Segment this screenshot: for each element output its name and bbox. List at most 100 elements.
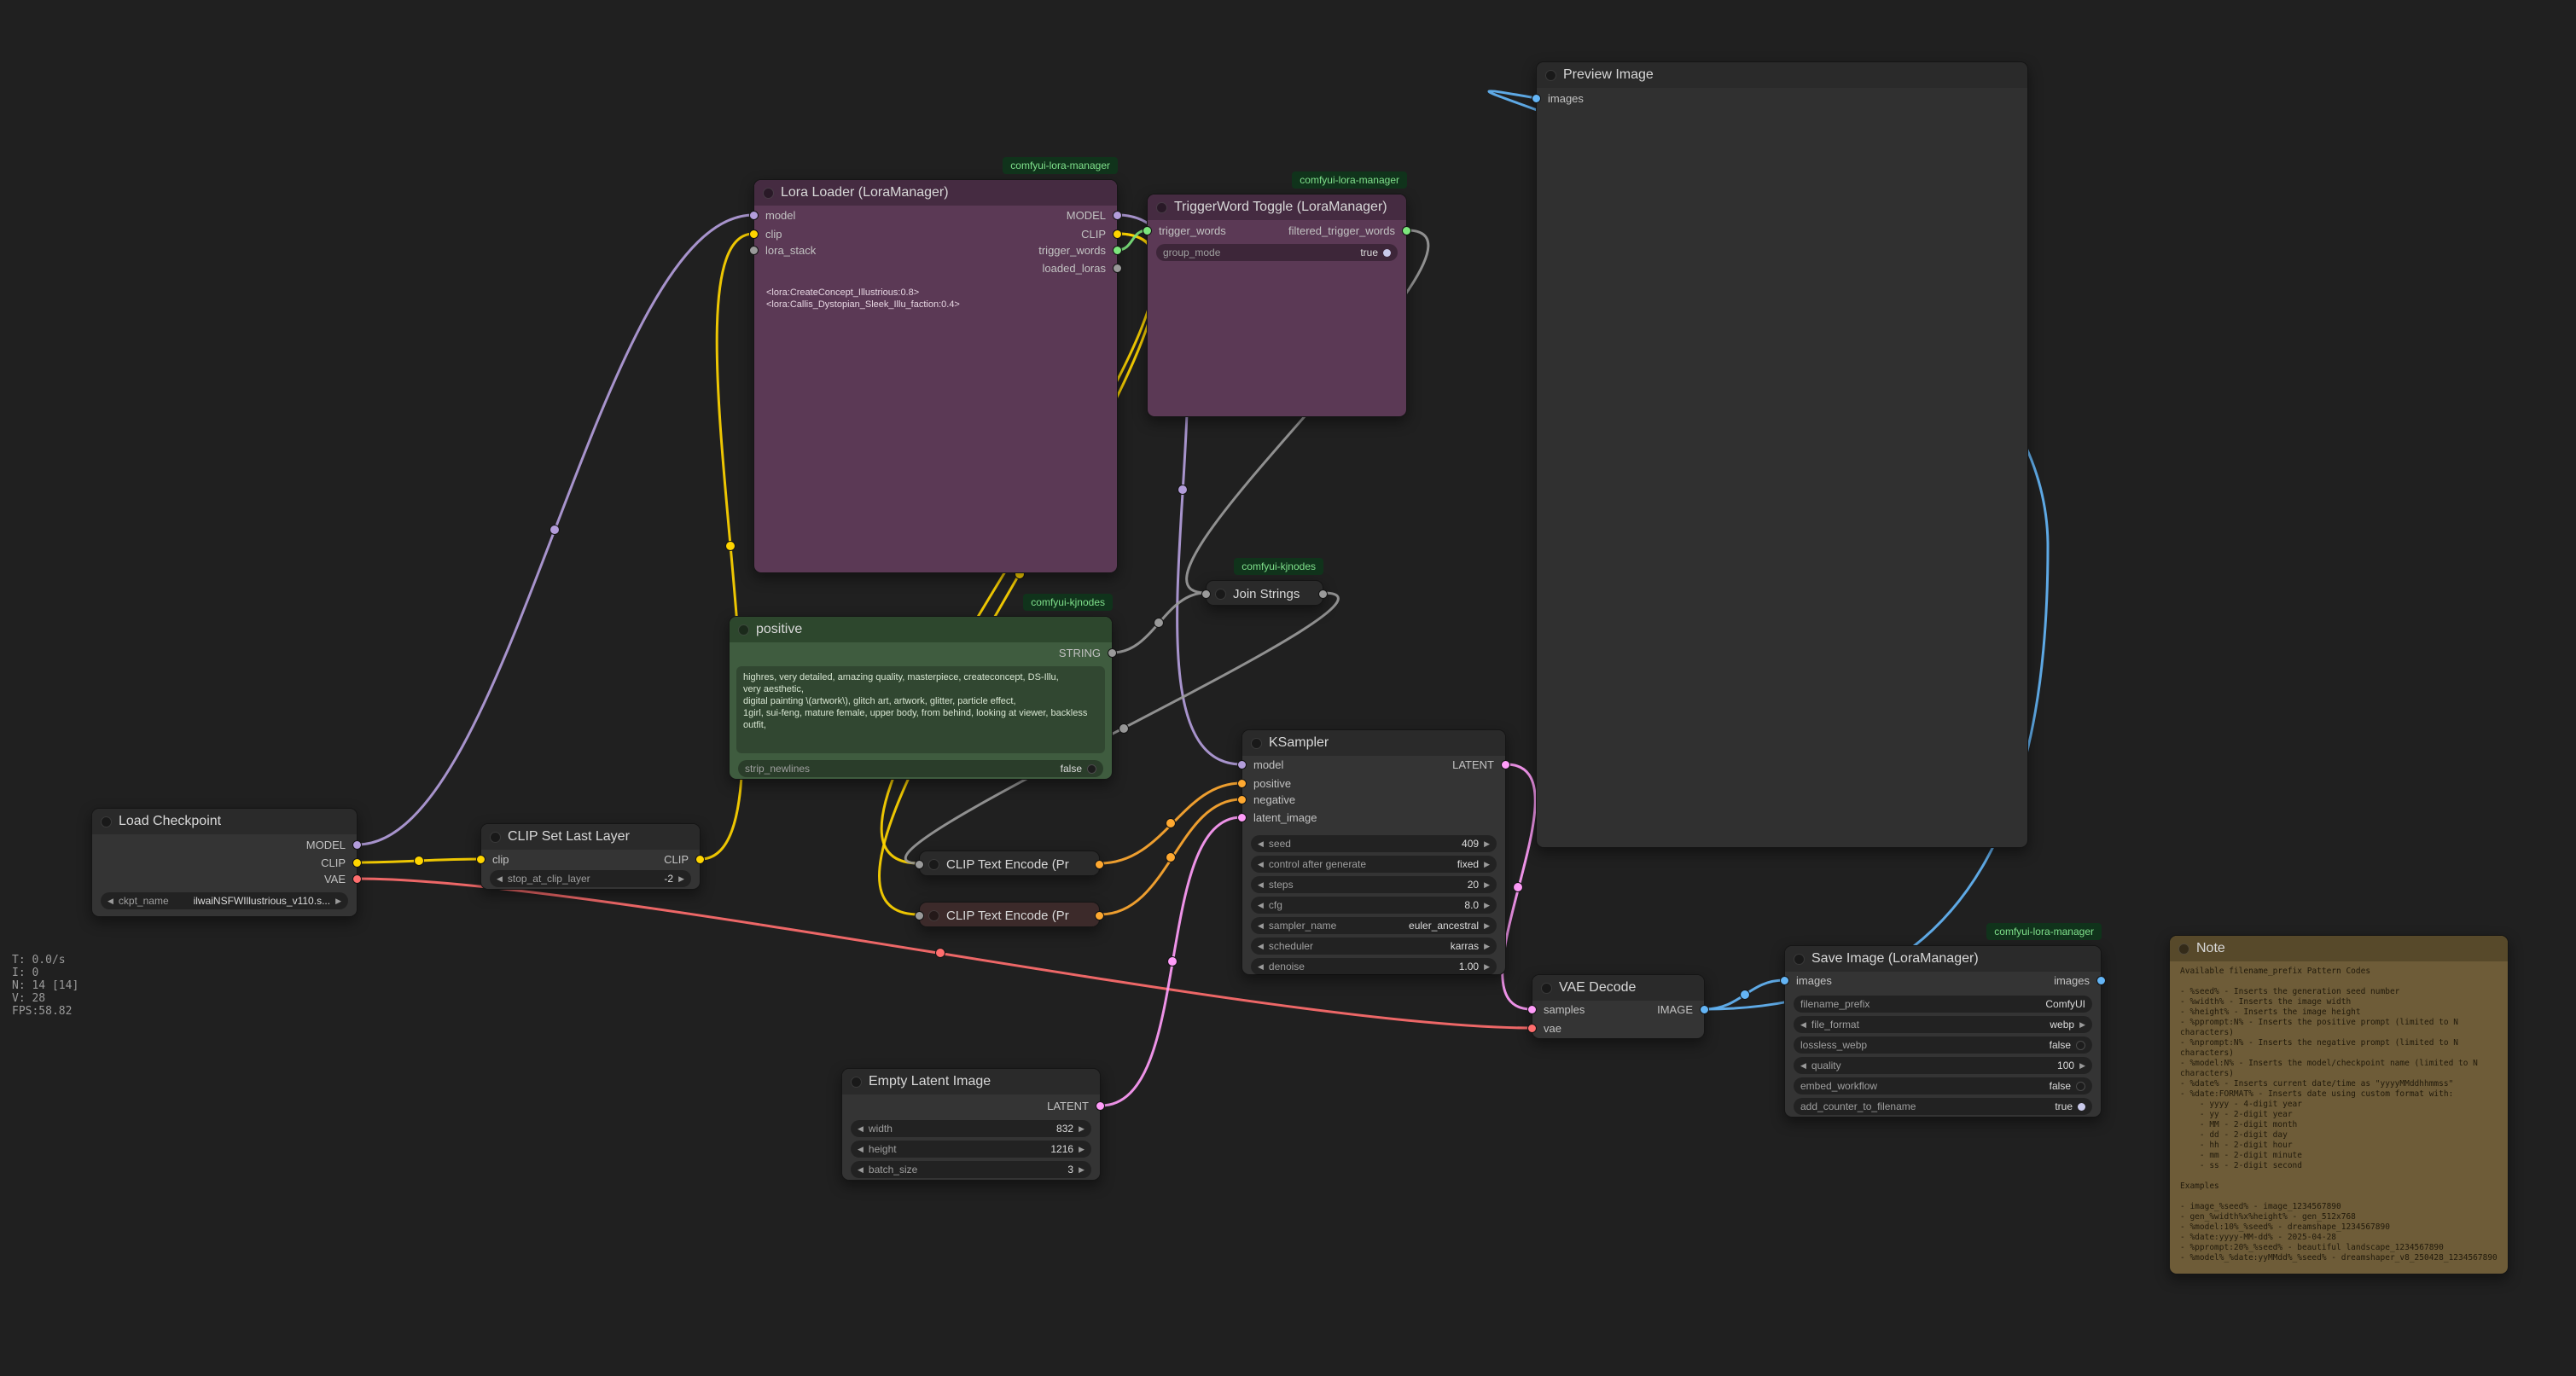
port-negative-input[interactable] [1237,795,1247,804]
port-clip-input[interactable] [476,855,486,864]
widget-ckpt-name[interactable]: ◀ ckpt_name ilwaiNSFWIllustrious_v110.s.… [101,892,348,909]
port-clip-input[interactable] [749,229,759,239]
port-filtered-trigger-words-output[interactable] [1402,226,1411,235]
collapse-dot-icon[interactable] [738,624,749,636]
node-title-bar[interactable]: Save Image (LoraManager) [1785,946,2101,972]
port-positive-input[interactable] [1237,779,1247,788]
widget-sampler-name[interactable]: ◀ sampler_name euler_ancestral ▶ [1251,917,1497,934]
port-conditioning-output[interactable] [1095,860,1104,869]
node-ksampler[interactable]: KSampler model positive negative latent_… [1237,729,1510,975]
prev-arrow-icon[interactable]: ◀ [1258,941,1264,950]
prev-arrow-icon[interactable]: ◀ [1800,1019,1806,1029]
port-string-input[interactable] [1201,589,1211,599]
next-arrow-icon[interactable]: ▶ [1484,941,1490,950]
node-title-bar[interactable]: VAE Decode [1532,975,1704,1001]
widget-quality[interactable]: ◀ quality 100 ▶ [1794,1057,2092,1074]
prev-arrow-icon[interactable]: ◀ [1258,880,1264,889]
widget-group-mode[interactable]: group_mode true [1156,244,1398,261]
prev-arrow-icon[interactable]: ◀ [108,896,113,905]
node-load-checkpoint[interactable]: Load Checkpoint MODEL CLIP VAE ◀ ckpt_na… [91,808,362,917]
node-title-bar[interactable]: Join Strings [1207,581,1323,607]
widget-batch-size[interactable]: ◀ batch_size 3 ▶ [851,1161,1091,1178]
port-text-input[interactable] [915,911,924,920]
next-arrow-icon[interactable]: ▶ [1484,900,1490,909]
next-arrow-icon[interactable]: ▶ [335,896,341,905]
node-join-strings[interactable]: Join Strings [1201,580,1328,607]
widget-strip-newlines[interactable]: strip_newlines false [738,760,1103,777]
prev-arrow-icon[interactable]: ◀ [858,1123,864,1133]
port-images-output[interactable] [2096,976,2106,985]
port-clip-output[interactable] [1113,229,1122,239]
port-image-output[interactable] [1700,1005,1709,1014]
next-arrow-icon[interactable]: ▶ [1484,859,1490,868]
node-clip-set-last-layer[interactable]: CLIP Set Last Layer clip CLIP ◀ stop_at_… [476,823,705,890]
widget-height[interactable]: ◀ height 1216 ▶ [851,1141,1091,1158]
next-arrow-icon[interactable]: ▶ [2079,1060,2085,1070]
node-preview-image[interactable]: Preview Image images [1532,61,2028,848]
prev-arrow-icon[interactable]: ◀ [1258,900,1264,909]
node-clip-text-encode-negative[interactable]: CLIP Text Encode (Pr [915,902,1104,927]
node-positive-prompt[interactable]: positive STRING highres, very detailed, … [729,616,1117,780]
port-latent-image-input[interactable] [1237,813,1247,822]
note-text[interactable]: Available filename_prefix Pattern Codes … [2180,967,2497,1263]
collapse-dot-icon[interactable] [1156,201,1167,213]
port-vae-output[interactable] [352,874,362,884]
next-arrow-icon[interactable]: ▶ [1079,1123,1084,1133]
toggle-on-dot[interactable] [1383,248,1391,257]
widget-add-counter-to-filename[interactable]: add_counter_to_filename true [1794,1098,2092,1115]
node-title-bar[interactable]: TriggerWord Toggle (LoraManager) [1148,194,1406,220]
toggle-off-dot[interactable] [2076,1081,2085,1091]
widget-denoise[interactable]: ◀ denoise 1.00 ▶ [1251,958,1497,975]
toggle-on-dot[interactable] [2078,1102,2085,1111]
node-triggerword-toggle[interactable]: TriggerWord Toggle (LoraManager) trigger… [1143,194,1411,417]
node-empty-latent-image[interactable]: Empty Latent Image LATENT ◀ width 832 ▶ … [841,1068,1105,1181]
node-title-bar[interactable]: CLIP Text Encode (Pr [920,851,1099,877]
prev-arrow-icon[interactable]: ◀ [497,874,503,883]
collapse-dot-icon[interactable] [851,1076,862,1088]
widget-control-after-generate[interactable]: ◀ control after generate fixed ▶ [1251,856,1497,873]
port-text-input[interactable] [915,860,924,869]
widget-seed[interactable]: ◀ seed 409 ▶ [1251,835,1497,852]
next-arrow-icon[interactable]: ▶ [2079,1019,2085,1029]
prev-arrow-icon[interactable]: ◀ [1258,920,1264,930]
collapse-dot-icon[interactable] [928,909,939,921]
port-string-output[interactable] [1108,648,1117,658]
collapse-dot-icon[interactable] [928,858,939,870]
lora-syntax-text[interactable]: <lora:CreateConcept_Illustrious:0.8> <lo… [766,287,960,310]
prev-arrow-icon[interactable]: ◀ [858,1164,864,1174]
port-vae-input[interactable] [1527,1024,1537,1033]
widget-embed-workflow[interactable]: embed_workflow false [1794,1077,2092,1094]
port-lora-stack-input[interactable] [749,246,759,255]
toggle-off-dot[interactable] [2076,1040,2085,1050]
widget-scheduler[interactable]: ◀ scheduler karras ▶ [1251,938,1497,955]
node-title-bar[interactable]: Load Checkpoint [92,809,357,834]
node-title-bar[interactable]: Lora Loader (LoraManager) [754,180,1117,206]
port-samples-input[interactable] [1527,1005,1537,1014]
prev-arrow-icon[interactable]: ◀ [1258,859,1264,868]
widget-filename-prefix[interactable]: filename_prefix ComfyUI [1794,996,2092,1013]
widget-lossless-webp[interactable]: lossless_webp false [1794,1036,2092,1054]
port-model-output[interactable] [1113,211,1122,220]
port-latent-output[interactable] [1096,1101,1105,1111]
node-note[interactable]: Note Available filename_prefix Pattern C… [2169,935,2509,1274]
next-arrow-icon[interactable]: ▶ [1484,839,1490,848]
port-trigger-words-input[interactable] [1143,226,1152,235]
node-title-bar[interactable]: Empty Latent Image [842,1069,1100,1094]
node-title-bar[interactable]: Note [2170,936,2508,961]
prompt-textarea[interactable]: highres, very detailed, amazing quality,… [736,666,1105,753]
next-arrow-icon[interactable]: ▶ [678,874,684,883]
port-images-input[interactable] [1532,94,1541,103]
node-title-bar[interactable]: CLIP Set Last Layer [481,824,700,850]
collapse-dot-icon[interactable] [1541,982,1552,994]
port-model-input[interactable] [749,211,759,220]
collapse-dot-icon[interactable] [101,816,112,827]
collapse-dot-icon[interactable] [763,187,774,199]
collapse-dot-icon[interactable] [1215,588,1226,600]
node-title-bar[interactable]: positive [730,617,1112,642]
port-loaded-loras-output[interactable] [1113,264,1122,273]
port-model-input[interactable] [1237,760,1247,769]
collapse-dot-icon[interactable] [1545,69,1556,81]
collapse-dot-icon[interactable] [1251,737,1262,749]
next-arrow-icon[interactable]: ▶ [1484,920,1490,930]
